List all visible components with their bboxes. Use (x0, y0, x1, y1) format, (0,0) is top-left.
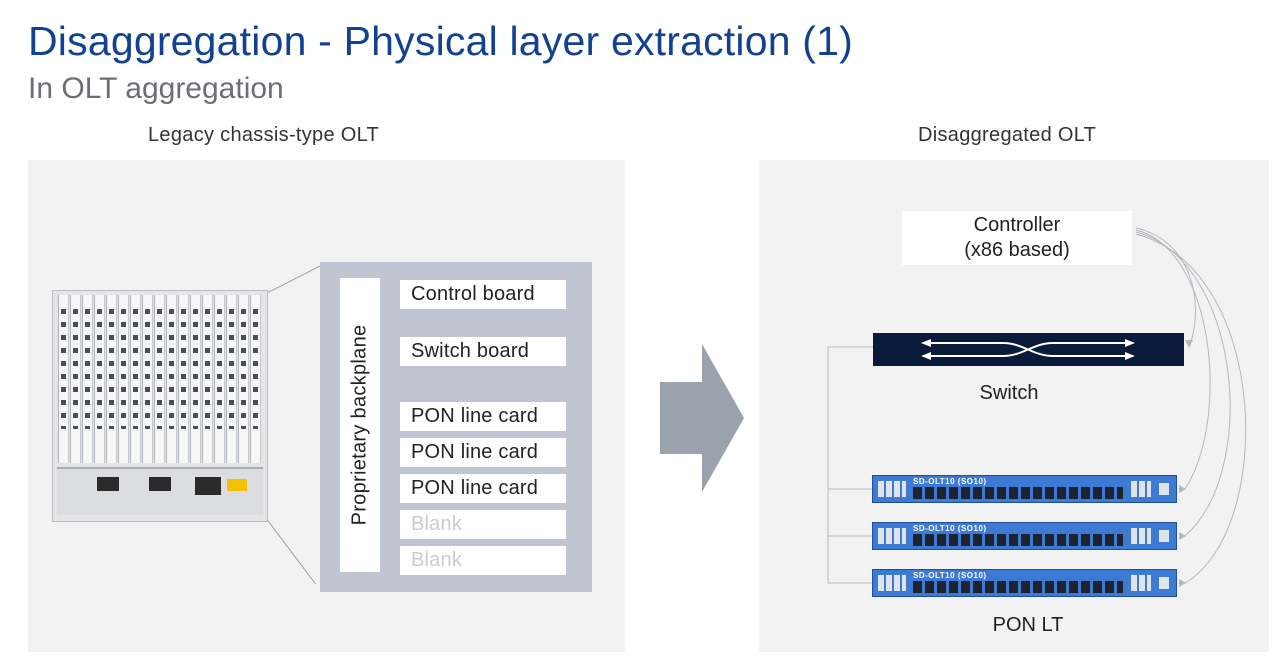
chassis-card-slot (118, 295, 129, 463)
chassis-card-slot (190, 295, 201, 463)
chassis-card-slot (214, 295, 225, 463)
chassis-card-slot (130, 295, 141, 463)
chassis-display (195, 477, 221, 495)
pon-lt-device: SD-OLT10 (SO10) (872, 569, 1177, 597)
olt-model-text: SD-OLT10 (SO10) (913, 477, 987, 486)
left-panel-caption: Legacy chassis-type OLT (148, 124, 380, 146)
ethernet-ports (878, 575, 906, 591)
switch-crossover-icon (921, 339, 1135, 360)
controller-box: Controller (x86 based) (902, 211, 1132, 265)
slide-title: Disaggregation - Physical layer extracti… (28, 18, 853, 64)
board-blank: Blank (400, 546, 566, 575)
chassis-card-slot (82, 295, 93, 463)
board-pon-line-card: PON line card (400, 438, 566, 467)
port-connector (1159, 577, 1169, 589)
chassis-base (57, 467, 263, 515)
chassis-card-slot (58, 295, 69, 463)
board-blank: Blank (400, 510, 566, 539)
switch-device (873, 333, 1184, 366)
chassis-card-slot (226, 295, 237, 463)
backplane-strip (340, 278, 380, 572)
board-pon-line-card: PON line card (400, 474, 566, 503)
pon-ports (913, 487, 1123, 499)
chassis-indicator (149, 477, 171, 491)
chassis-card-slot (70, 295, 81, 463)
port-connector (1159, 530, 1169, 542)
chassis-card-slot (178, 295, 189, 463)
board-pon-line-card: PON line card (400, 402, 566, 431)
olt-model-text: SD-OLT10 (SO10) (913, 571, 987, 580)
port-connector (1159, 483, 1169, 495)
right-panel-caption: Disaggregated OLT (918, 124, 1097, 146)
chassis-card-slot (202, 295, 213, 463)
chassis-olt-image (52, 290, 268, 522)
ethernet-ports (878, 528, 906, 544)
chassis-indicator (97, 477, 119, 491)
ethernet-ports (878, 481, 906, 497)
ethernet-ports (1131, 481, 1151, 497)
chassis-card-slot (250, 295, 261, 463)
pon-lt-label: PON LT (992, 614, 1064, 636)
pon-lt-device: SD-OLT10 (SO10) (872, 475, 1177, 503)
switch-label: Switch (979, 382, 1039, 404)
ethernet-ports (1131, 528, 1151, 544)
chassis-card-slot (94, 295, 105, 463)
pon-ports (913, 534, 1123, 546)
controller-sublabel: (x86 based) (964, 239, 1070, 261)
ethernet-ports (1131, 575, 1151, 591)
chassis-card-slot (106, 295, 117, 463)
pon-lt-device: SD-OLT10 (SO10) (872, 522, 1177, 550)
slide-subtitle: In OLT aggregation (28, 72, 284, 105)
olt-model-text: SD-OLT10 (SO10) (913, 524, 987, 533)
board-switch: Switch board (400, 337, 566, 366)
chassis-card-slot (142, 295, 153, 463)
chassis-card-slot (166, 295, 177, 463)
chassis-card-slot (154, 295, 165, 463)
board-control: Control board (400, 280, 566, 309)
pon-ports (913, 581, 1123, 593)
transition-arrow-icon (660, 344, 744, 492)
chassis-card-slot (238, 295, 249, 463)
warning-label-icon (227, 479, 247, 491)
controller-label: Controller (973, 214, 1061, 236)
